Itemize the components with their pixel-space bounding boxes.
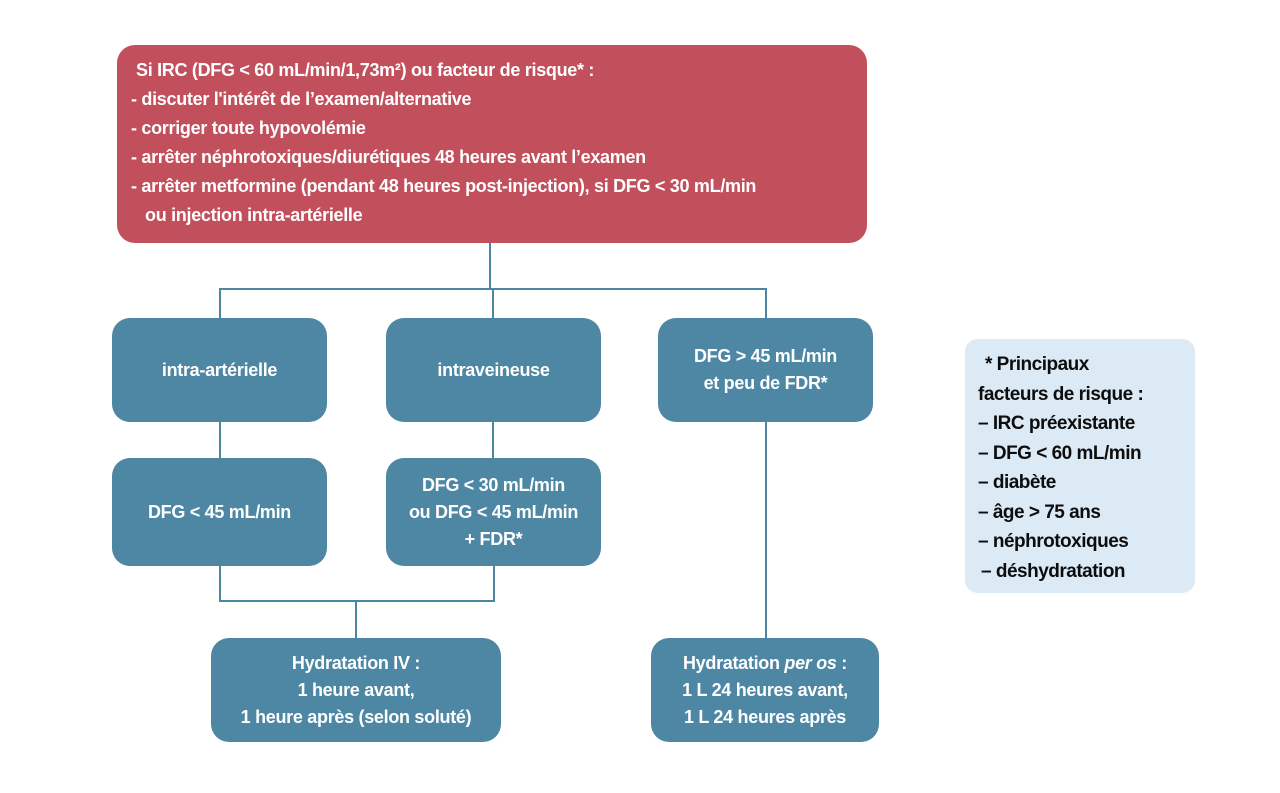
dfg-sup-45-box: DFG > 45 mL/min et peu de FDR* (658, 318, 873, 422)
hydration-per-os-line: 1 L 24 heures après (683, 706, 847, 727)
connector-dfg-sup45-to-hydration-per-os (765, 422, 767, 638)
dfg-inf-45-box: DFG < 45 mL/min (112, 458, 327, 566)
hydration-iv-line: 1 heure avant, (297, 679, 415, 700)
precautions-box: Si IRC (DFG < 60 mL/min/1,73m²) ou facte… (117, 45, 867, 243)
hydration-per-os-title-italic: per os (784, 652, 837, 673)
risk-panel-title2: facteurs de risque : (978, 383, 1144, 405)
precautions-line: ou injection intra-artérielle (145, 205, 363, 225)
route-intra-arterielle-box: intra-artérielle (112, 318, 327, 422)
dfg-inf-30-line: DFG < 30 mL/min (421, 474, 566, 495)
connector-top-vertical (489, 243, 491, 290)
risk-factor-item: – déshydratation (981, 560, 1126, 582)
connector-dfg-inf30-down (493, 566, 495, 602)
precautions-line: - discuter l'intérêt de l’examen/alterna… (131, 89, 472, 109)
connector-merge-horizontal (219, 600, 495, 602)
route-intraveineuse-box: intraveineuse (386, 318, 601, 422)
risk-factor-item: – IRC préexistante (978, 413, 1135, 434)
hydration-iv-box: Hydratation IV : 1 heure avant, 1 heure … (211, 638, 501, 742)
dfg-sup-45-line: DFG > 45 mL/min (693, 346, 838, 366)
route-intra-arterielle-label: intra-artérielle (161, 359, 278, 380)
connector-stub-dfg-sup45 (765, 288, 767, 318)
risk-factor-item: – DFG < 60 mL/min (978, 442, 1142, 464)
connector-intra-arterielle-to-dfg-inf45 (219, 422, 221, 458)
precautions-line: - arrêter metformine (pendant 48 heures … (131, 176, 757, 196)
risk-factor-item: – âge > 75 ans (978, 501, 1101, 523)
route-intraveineuse-label: intraveineuse (437, 359, 550, 380)
hydration-per-os-line: 1 L 24 heures avant, (682, 679, 848, 700)
connector-intraveineuse-to-dfg-inf30 (492, 422, 494, 458)
risk-factor-item: – diabète (978, 472, 1056, 493)
hydration-per-os-box: Hydratation per os : 1 L 24 heures avant… (651, 638, 879, 742)
connector-stub-intra-arterielle (219, 288, 221, 318)
precautions-line: - corriger toute hypovolémie (131, 118, 366, 138)
dfg-sup-45-line: et peu de FDR* (703, 373, 828, 393)
precautions-title: Si IRC (DFG < 60 mL/min/1,73m²) ou facte… (136, 60, 595, 80)
dfg-inf-30-box: DFG < 30 mL/min ou DFG < 45 mL/min + FDR… (386, 458, 601, 566)
hydration-iv-line: Hydratation IV : (291, 652, 421, 673)
risk-factor-item: – néphrotoxiques (978, 531, 1129, 552)
dfg-inf-30-line: + FDR* (464, 528, 523, 549)
risk-factors-panel: * Principaux facteurs de risque : – IRC … (965, 339, 1195, 593)
connector-stub-intraveineuse (492, 288, 494, 318)
dfg-inf-30-line: ou DFG < 45 mL/min (408, 501, 579, 522)
hydration-iv-line: 1 heure après (selon soluté) (240, 706, 472, 727)
risk-panel-title: * Principaux (985, 354, 1089, 375)
hydration-per-os-title: Hydratation per os : (683, 650, 847, 677)
hydration-per-os-title-suffix: : (836, 652, 848, 673)
connector-dfg-inf45-down (219, 566, 221, 602)
dfg-inf-45-label: DFG < 45 mL/min (147, 501, 292, 522)
hydration-per-os-title-prefix: Hydratation (682, 652, 785, 673)
connector-stub-hydration-iv (355, 600, 357, 638)
precautions-line: - arrêter néphrotoxiques/diurétiques 48 … (131, 147, 646, 167)
